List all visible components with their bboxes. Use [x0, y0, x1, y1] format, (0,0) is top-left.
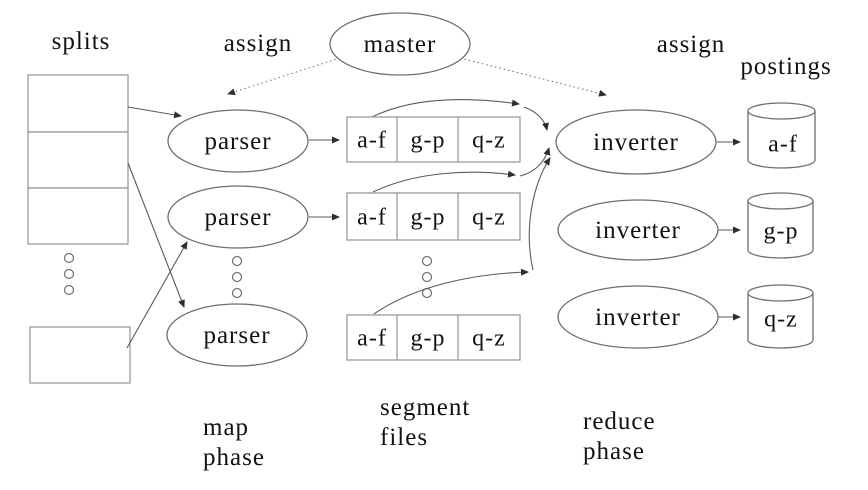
arrow-master-assign-parser: [227, 57, 341, 96]
master-label: master: [363, 31, 437, 58]
ellipsis-dots-parsers: [231, 255, 243, 299]
caption-map-phase: map phase: [203, 413, 265, 473]
inverter-ellipse-1: [555, 109, 717, 175]
split-box-2: [27, 131, 129, 189]
node-ellipses: [166, 12, 719, 367]
split-box-3: [27, 187, 129, 245]
postings-cylinder-3: [747, 284, 814, 349]
label-assign-left: assign: [223, 30, 293, 57]
arrow-seg1-out: [371, 98, 520, 118]
ellipsis-dots-splits: [63, 252, 75, 296]
master-ellipse: [329, 12, 471, 76]
inverter-to-postings-arrows: [717, 138, 741, 321]
arrow-master-assign-inverter: [459, 57, 607, 97]
parser-ellipse-3: [166, 303, 308, 367]
segment-file-row-2: [346, 192, 521, 241]
caption-reduce-line2: phase: [583, 438, 645, 465]
cylinder-label-1: a-f: [768, 131, 798, 158]
segment-cell-1-3: q-z: [472, 127, 506, 154]
ellipsis-dots-segments: [421, 255, 433, 299]
assign-arrows: [227, 57, 607, 97]
caption-reduce-line1: reduce: [583, 408, 656, 435]
arrow-split4-to-parser2: [126, 241, 188, 349]
postings-cylinders: [747, 102, 816, 349]
arrow-split2-to-parser3: [127, 162, 185, 308]
segment-cell-3-2: g-p: [410, 325, 446, 352]
arrow-split1-to-parser1: [127, 106, 182, 119]
arrow-seg3-into-inverter: [528, 157, 551, 271]
segment-cell-2-2: g-p: [410, 204, 446, 231]
segment-cell-3-3: q-z: [472, 325, 506, 352]
splits-stack: [27, 74, 131, 384]
postings-cylinder-2: [747, 192, 814, 259]
cylinder-label-2: g-p: [763, 218, 799, 245]
parser-label-3: parser: [203, 322, 271, 349]
segment-to-inverter-arrows: [371, 98, 551, 315]
arrow-seg1-into-inverter: [523, 106, 549, 131]
caption-map-line1: map: [203, 414, 250, 441]
segment-file-rows: [346, 116, 521, 361]
arrow-seg2-out: [372, 170, 516, 193]
parser-label-2: parser: [204, 204, 272, 231]
caption-map-line2: phase: [203, 444, 265, 471]
inverter-ellipse-2: [557, 199, 719, 261]
caption-reduce-phase: reduce phase: [583, 407, 656, 467]
arrow-seg3-out: [373, 268, 529, 315]
caption-segment-line2: files: [380, 424, 429, 451]
parser-to-segment-arrows: [309, 136, 340, 221]
parser-ellipse-1: [167, 109, 309, 173]
inverter-label-2: inverter: [595, 217, 681, 244]
parser-ellipse-2: [167, 185, 309, 249]
postings-cylinder-1: [747, 102, 816, 169]
split-box-1: [27, 74, 129, 133]
segment-file-row-1: [346, 116, 521, 163]
segment-cell-2-1: a-f: [357, 204, 387, 231]
arrow-seg2-into-inverter: [519, 147, 551, 177]
label-assign-right: assign: [656, 31, 726, 58]
inverter-label-3: inverter: [595, 304, 681, 331]
inverter-label-1: inverter: [593, 129, 679, 156]
parser-label-1: parser: [204, 128, 272, 155]
segment-cell-1-2: g-p: [410, 127, 446, 154]
caption-segment-files: segment files: [380, 393, 470, 453]
label-splits: splits: [51, 28, 111, 55]
cylinder-label-3: q-z: [764, 306, 798, 333]
split-box-4: [29, 326, 131, 384]
segment-file-row-3: [346, 314, 521, 361]
segment-cell-2-3: q-z: [472, 204, 506, 231]
label-postings: postings: [740, 53, 832, 80]
segment-cell-3-1: a-f: [357, 325, 387, 352]
inverter-ellipse-3: [557, 285, 719, 349]
segment-cell-1-1: a-f: [357, 127, 387, 154]
caption-segment-line1: segment: [380, 394, 471, 421]
split-to-parser-arrows: [126, 106, 188, 349]
